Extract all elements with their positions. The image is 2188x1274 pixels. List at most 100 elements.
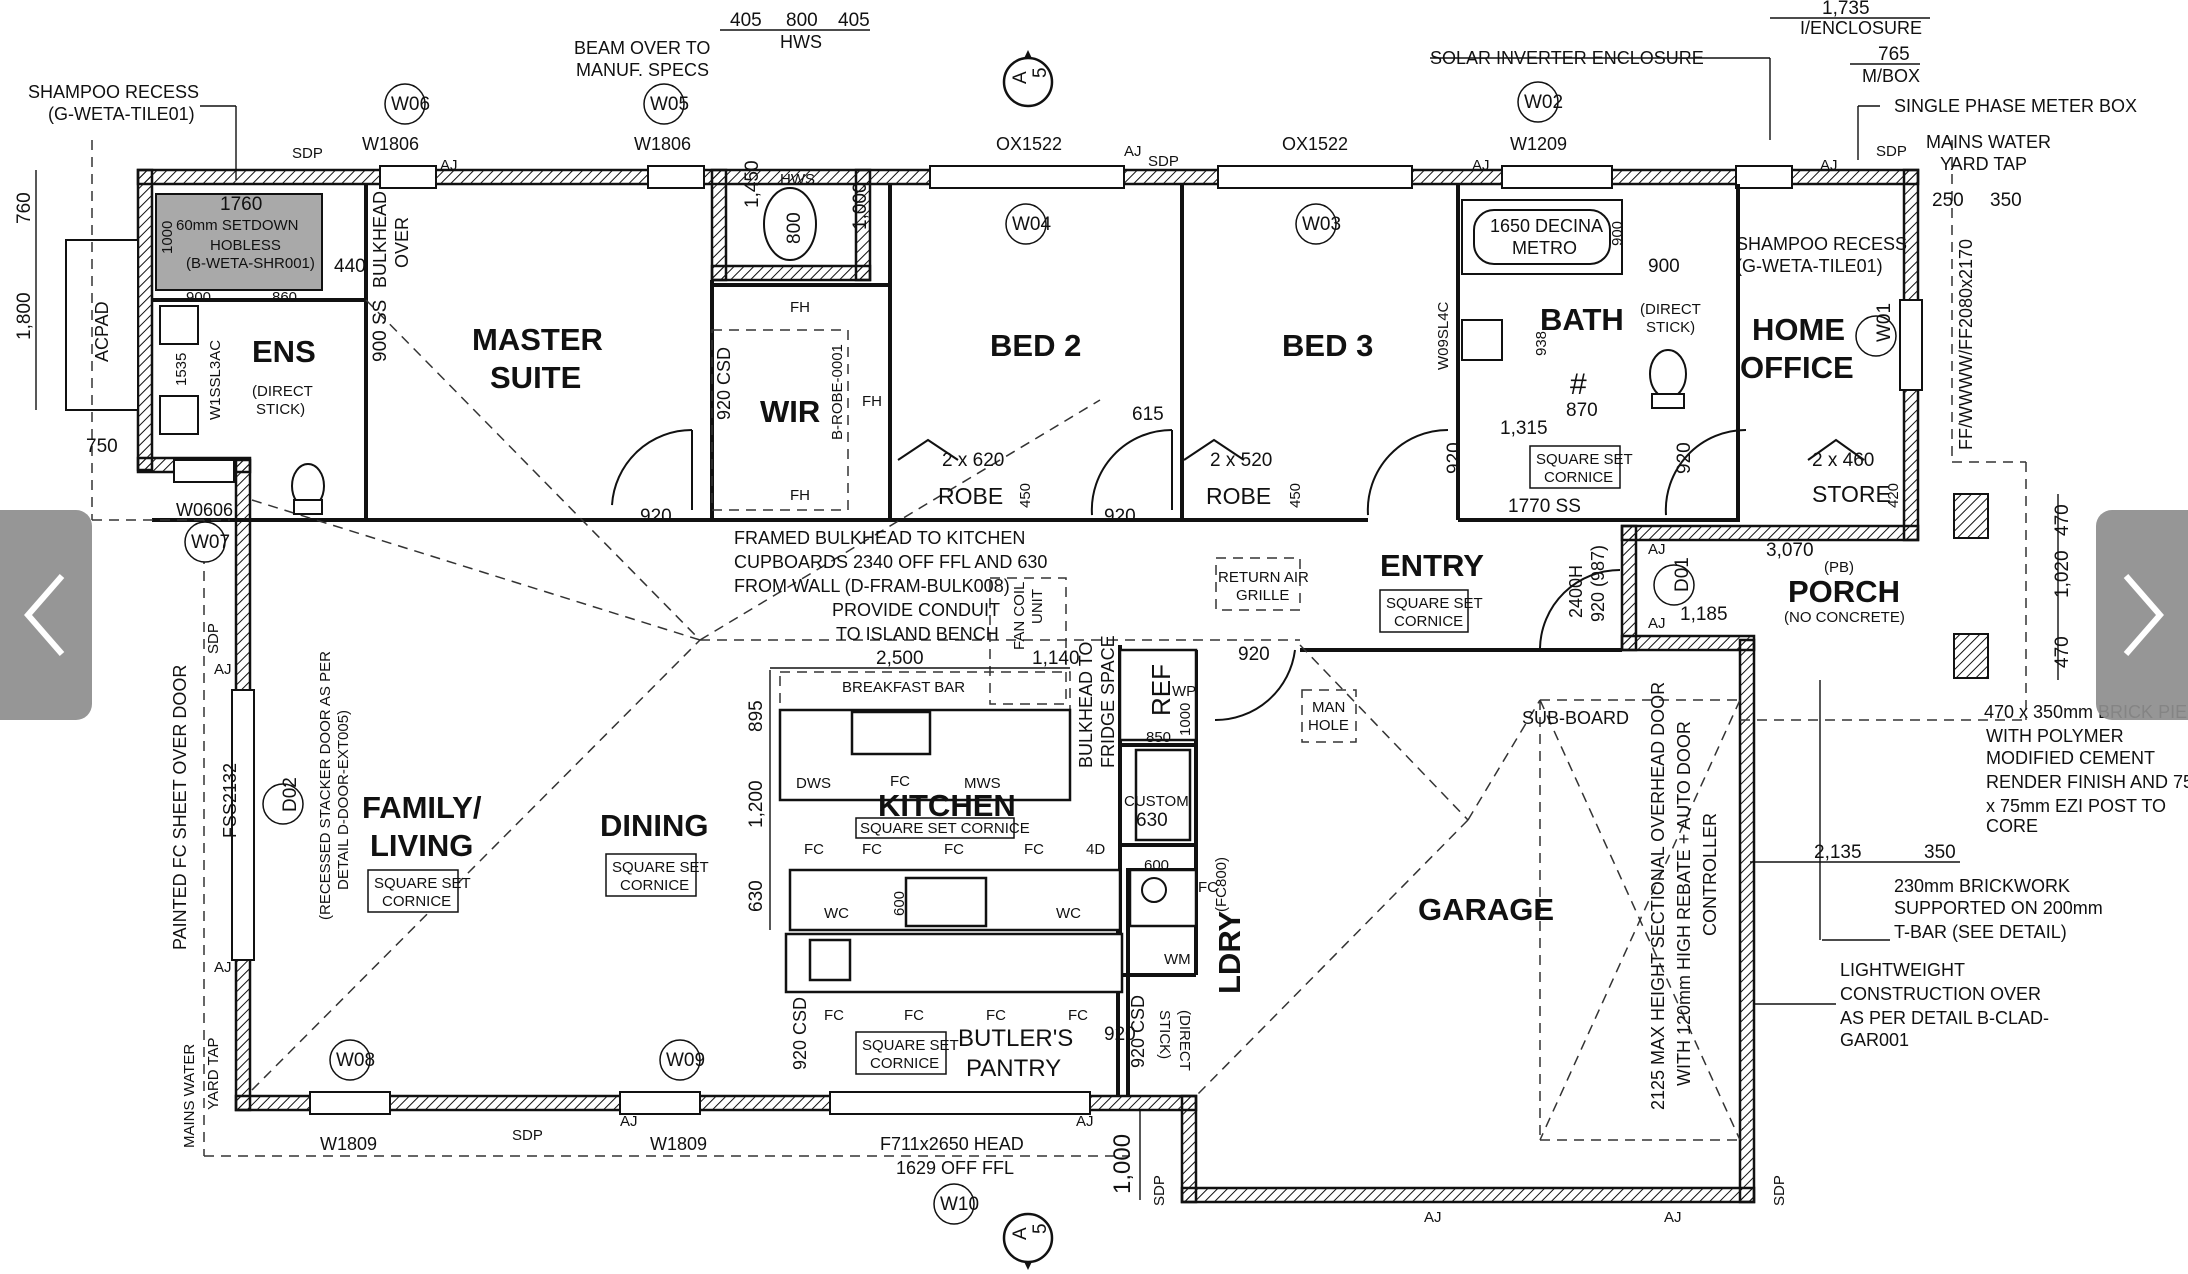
svg-text:AJ: AJ (214, 959, 232, 976)
svg-text:350: 350 (1924, 842, 1956, 863)
svg-text:FRAMED BULKHEAD TO KITCHEN: FRAMED BULKHEAD TO KITCHEN (734, 528, 1025, 548)
svg-text:(NO CONCRETE): (NO CONCRETE) (1784, 609, 1905, 626)
svg-text:AJ: AJ (1472, 157, 1490, 174)
room-office-1: HOME (1752, 312, 1845, 347)
svg-text:WITH POLYMER: WITH POLYMER (1986, 726, 2124, 746)
svg-text:BEAM OVER TO: BEAM OVER TO (574, 38, 710, 58)
svg-text:615: 615 (1132, 404, 1164, 425)
svg-text:AJ: AJ (620, 1113, 638, 1130)
svg-text:750: 750 (86, 436, 118, 457)
svg-text:YARD TAP: YARD TAP (1940, 154, 2027, 174)
svg-text:1629 OFF FFL: 1629 OFF FFL (896, 1158, 1014, 1178)
svg-text:W09SL4C: W09SL4C (1435, 301, 1452, 370)
svg-text:WC: WC (1056, 905, 1081, 922)
svg-text:W1209: W1209 (1510, 134, 1567, 154)
room-butlers-2: PANTRY (966, 1055, 1061, 1082)
svg-text:AJ: AJ (1648, 615, 1666, 632)
svg-text:W09: W09 (666, 1050, 705, 1071)
svg-text:860: 860 (272, 289, 297, 306)
svg-text:FSS2132: FSS2132 (220, 763, 240, 838)
svg-text:SDP: SDP (1148, 153, 1179, 170)
svg-text:1,800: 1,800 (14, 292, 35, 340)
svg-text:W1806: W1806 (362, 134, 419, 154)
svg-text:I/ENCLOSURE: I/ENCLOSURE (1800, 18, 1922, 38)
svg-text:1,140: 1,140 (1032, 648, 1080, 669)
svg-text:CUPBOARDS 2340 OFF FFL AND 630: CUPBOARDS 2340 OFF FFL AND 630 (734, 552, 1047, 572)
room-master-2: SUITE (490, 360, 581, 395)
next-image-button[interactable] (2096, 510, 2188, 720)
svg-text:METRO: METRO (1512, 238, 1577, 258)
svg-text:(FC800): (FC800) (1213, 857, 1230, 912)
svg-text:W07: W07 (191, 532, 230, 553)
window-sizes: W1806 W1806 OX1522 OX1522 W1209 W0606 W1… (176, 134, 1567, 1178)
svg-text:920 CSD: 920 CSD (714, 347, 734, 420)
svg-text:870: 870 (1566, 400, 1598, 421)
window-tags: W06 W05 W04 W03 W02 W01 W07 W08 W09 W10 … (191, 92, 1895, 1215)
svg-text:3,070: 3,070 (1766, 540, 1814, 561)
svg-text:STICK): STICK) (1646, 319, 1695, 336)
svg-text:BULKHEAD: BULKHEAD (370, 191, 390, 288)
svg-text:920 CSD: 920 CSD (790, 997, 810, 1070)
svg-text:1650 DECINA: 1650 DECINA (1490, 216, 1603, 236)
svg-text:HOBLESS: HOBLESS (210, 237, 281, 254)
room-robe-2: ROBE (1206, 483, 1271, 509)
svg-text:FC: FC (1198, 879, 1218, 896)
svg-text:920: 920 (640, 506, 672, 527)
svg-text:450: 450 (1017, 483, 1034, 508)
svg-text:900: 900 (186, 289, 211, 306)
room-bath: BATH (1540, 302, 1624, 337)
svg-text:SDP: SDP (512, 1127, 543, 1144)
svg-text:SQUARE SET: SQUARE SET (1536, 451, 1633, 468)
svg-text:FAN COIL: FAN COIL (1011, 582, 1028, 650)
svg-text:800: 800 (784, 212, 805, 244)
svg-text:STICK): STICK) (256, 401, 305, 418)
svg-text:920: 920 (1674, 442, 1695, 474)
svg-text:CORNICE: CORNICE (620, 877, 689, 894)
svg-text:W1SSL3AC: W1SSL3AC (207, 340, 224, 420)
svg-text:AJ: AJ (1424, 1209, 1442, 1226)
svg-text:AJ: AJ (1820, 157, 1838, 174)
svg-text:600: 600 (891, 891, 908, 916)
svg-text:DETAIL D-DOOR-EXT005): DETAIL D-DOOR-EXT005) (335, 710, 352, 890)
svg-text:405: 405 (730, 10, 762, 31)
svg-text:600: 600 (1144, 857, 1169, 874)
room-garage: GARAGE (1418, 892, 1554, 927)
svg-text:920 CSD: 920 CSD (1128, 995, 1148, 1068)
svg-text:FROM WALL (D-FRAM-BULK008): FROM WALL (D-FRAM-BULK008) (734, 576, 1010, 596)
svg-text:ACPAD: ACPAD (92, 301, 112, 362)
svg-text:FC: FC (890, 773, 910, 790)
window-tag-circles (184, 81, 1897, 1225)
shower-tile (155, 193, 323, 291)
svg-text:WC: WC (824, 905, 849, 922)
svg-text:WM: WM (1164, 951, 1191, 968)
svg-text:FC: FC (986, 1007, 1006, 1024)
svg-text:920: 920 (1444, 442, 1465, 474)
chevron-right-icon (2123, 574, 2164, 656)
svg-text:SDP: SDP (292, 145, 323, 162)
svg-text:OX1522: OX1522 (1282, 134, 1348, 154)
previous-image-button[interactable] (0, 510, 92, 720)
svg-text:LIGHTWEIGHT: LIGHTWEIGHT (1840, 960, 1965, 980)
svg-text:F711x2650 HEAD: F711x2650 HEAD (880, 1134, 1024, 1154)
svg-text:W1809: W1809 (320, 1134, 377, 1154)
svg-text:1,200: 1,200 (746, 780, 767, 828)
svg-text:765: 765 (1878, 44, 1910, 65)
svg-text:900: 900 (1648, 256, 1680, 277)
svg-text:850: 850 (1146, 729, 1171, 746)
svg-text:AJ: AJ (1076, 1113, 1094, 1130)
svg-text:5: 5 (1030, 1223, 1051, 1234)
svg-text:FC: FC (824, 1007, 844, 1024)
svg-text:A: A (1010, 71, 1031, 84)
svg-text:900 SS: 900 SS (370, 300, 391, 362)
svg-text:230mm BRICKWORK: 230mm BRICKWORK (1894, 876, 2070, 896)
svg-text:450: 450 (1287, 483, 1304, 508)
svg-text:BREAKFAST BAR: BREAKFAST BAR (842, 679, 965, 696)
svg-text:BULKHEAD TO: BULKHEAD TO (1076, 642, 1096, 768)
svg-text:405: 405 (838, 10, 870, 31)
svg-text:920 (987): 920 (987) (1588, 545, 1608, 622)
svg-text:1,185: 1,185 (1680, 604, 1728, 625)
svg-text:2400H: 2400H (1566, 565, 1586, 618)
svg-text:CORNICE: CORNICE (1544, 469, 1613, 486)
svg-text:CORE: CORE (1986, 816, 2038, 836)
svg-text:900: 900 (1609, 221, 1626, 246)
